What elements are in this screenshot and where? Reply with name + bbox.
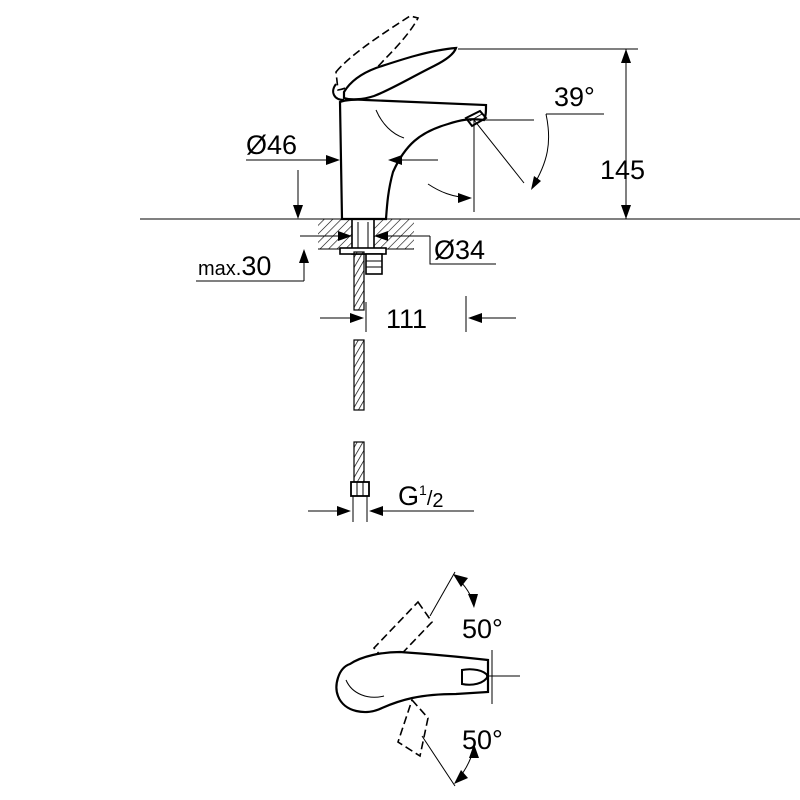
- projection-arrow-left: [350, 313, 364, 323]
- top-body: [335, 650, 490, 714]
- hose-end: [353, 441, 365, 485]
- side-view: 145 39° Ø46 Ø34 max.30: [140, 15, 800, 411]
- hose-lower: [353, 339, 365, 411]
- height-label: 145: [600, 155, 645, 185]
- height-arrow-top: [621, 49, 631, 63]
- body-dia-arrow-right: [388, 155, 402, 165]
- max-thickness-label: max.30: [198, 251, 271, 281]
- angle-arrow: [531, 176, 541, 190]
- swing-arrow-upper-b: [468, 594, 478, 608]
- spout-jet-line: [473, 119, 525, 184]
- spout-angle-label: 39°: [554, 82, 595, 112]
- swing-angle-label-upper: 50°: [462, 614, 503, 644]
- hole-dia-arrow-left: [338, 231, 352, 241]
- thread-arrow-left: [337, 506, 351, 516]
- swing-angle-label-lower: 50°: [462, 725, 503, 755]
- spout-aerator: [464, 109, 488, 128]
- max-thickness-arrow: [299, 249, 309, 263]
- faucet-body: [338, 98, 488, 221]
- swing-line-upper: [429, 571, 456, 617]
- hole-dia-arrow-right: [374, 231, 388, 241]
- thread-label: G1/2: [398, 481, 444, 512]
- connection-detail: G1/2: [308, 441, 474, 522]
- hose-nut: [350, 481, 370, 497]
- body-dia-arrow-left: [326, 155, 340, 165]
- hose-upper: [353, 251, 365, 311]
- max-arrow-top: [293, 205, 303, 219]
- hole-dia-bracket: [429, 236, 496, 265]
- lever: [342, 46, 458, 101]
- swing-arrow-upper-a: [453, 574, 468, 587]
- top-view: 50° 50°: [335, 571, 520, 787]
- lever-ghost-lower: [397, 698, 429, 758]
- body-diameter-label: Ø46: [246, 130, 297, 160]
- hole-diameter-label: Ø34: [434, 235, 485, 265]
- flow-arrow: [458, 193, 472, 203]
- swing-arrow-lower-b: [454, 770, 468, 784]
- height-arrow-bottom: [621, 205, 631, 219]
- swing-arrow-lower-a: [469, 744, 479, 758]
- fixing-stud: [339, 218, 387, 275]
- projection-label: 111: [386, 304, 427, 334]
- swing-line-lower: [421, 735, 456, 787]
